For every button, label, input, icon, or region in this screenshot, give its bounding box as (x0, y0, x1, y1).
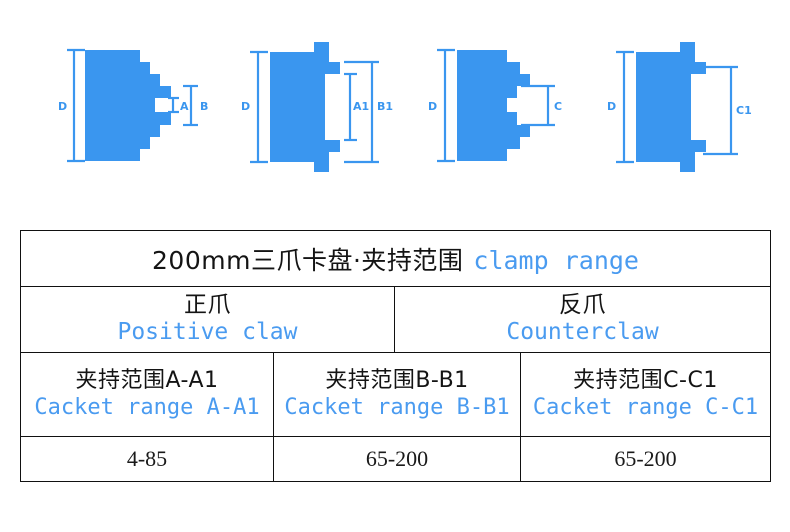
table-title-cn: 200mm三爪卡盘·夹持范围 (152, 245, 464, 275)
diagram-strip: D B A (0, 0, 790, 215)
diagram-positive-claw-large: D B1 A1 (232, 40, 417, 195)
range-value-b: 65-200 (273, 436, 521, 482)
watermark-text (330, 486, 690, 508)
dimension-label-A-1: A (180, 100, 189, 113)
table-row-values: 4-85 65-200 65-200 (20, 436, 772, 482)
dimension-D-1 (67, 48, 85, 163)
chuck-body-1 (85, 50, 171, 161)
dimension-label-D-3: D (428, 100, 437, 113)
diagram-counterclaw-small: D C (417, 40, 602, 195)
dimension-B1-2 (344, 60, 379, 164)
dimension-A-1 (168, 96, 179, 114)
table-title-cell: 200mm三爪卡盘·夹持范围 clamp range (19, 230, 772, 287)
dimension-D-2 (250, 50, 268, 164)
dimension-label-D-4: D (607, 100, 616, 113)
claw-type-positive-cn: 正爪 (184, 292, 231, 319)
range-header-c-en: Cacket range C-C1 (532, 394, 759, 420)
table-title-en: clamp range (473, 245, 639, 275)
range-header-c: 夹持范围C-C1 Cacket range C-C1 (519, 352, 772, 437)
claw-type-counter-en: Counterclaw (506, 318, 659, 345)
dimension-B-1 (183, 84, 198, 127)
range-header-b-en: Cacket range B-B1 (284, 394, 510, 420)
claw-type-counter: 反爪 Counterclaw (393, 286, 772, 353)
chuck-body-2 (270, 42, 340, 172)
diagram-positive-claw-small: D B A (45, 40, 230, 195)
dimension-label-B-1: B (200, 100, 208, 113)
range-header-a: 夹持范围A-A1 Cacket range A-A1 (20, 352, 274, 437)
range-header-a-en: Cacket range A-A1 (34, 394, 260, 420)
claw-type-positive-en: Positive claw (117, 318, 298, 345)
diagram-svg-4: D C1 (607, 42, 752, 172)
dimension-C-3 (521, 84, 555, 127)
dimension-D-4 (616, 50, 634, 164)
chuck-body-4 (636, 42, 706, 172)
range-header-a-cn: 夹持范围A-A1 (75, 367, 219, 393)
clamp-range-table: 200mm三爪卡盘·夹持范围 clamp range 正爪 Positive c… (19, 230, 772, 482)
table-title: 200mm三爪卡盘·夹持范围 clamp range (21, 241, 770, 277)
claw-type-positive: 正爪 Positive claw (20, 286, 395, 353)
dimension-label-C-3: C (554, 100, 562, 113)
diagram-svg-3: D C (428, 48, 562, 163)
dimension-label-D-1: D (58, 100, 67, 113)
diagram-svg-1: D B A (58, 48, 208, 163)
range-header-b: 夹持范围B-B1 Cacket range B-B1 (273, 352, 521, 437)
table-row-claw-types: 正爪 Positive claw 反爪 Counterclaw (20, 286, 772, 353)
range-header-c-cn: 夹持范围C-C1 (573, 367, 718, 393)
range-value-a: 4-85 (20, 436, 274, 482)
table-row-range-headers: 夹持范围A-A1 Cacket range A-A1 夹持范围B-B1 Cack… (20, 352, 772, 437)
diagram-svg-2: D B1 A1 (241, 42, 393, 172)
dimension-label-C1-4: C1 (736, 104, 752, 117)
dimension-C1-4 (703, 65, 738, 156)
dimension-label-B1-2: B1 (377, 100, 393, 113)
dimension-label-D-2: D (241, 100, 250, 113)
dimension-label-A1-2: A1 (353, 100, 369, 113)
dimension-A1-2 (344, 72, 357, 142)
claw-type-counter-cn: 反爪 (559, 292, 606, 319)
table-row-title: 200mm三爪卡盘·夹持范围 clamp range (19, 230, 772, 287)
range-header-b-cn: 夹持范围B-B1 (325, 367, 469, 393)
diagram-counterclaw-large: D C1 (598, 40, 783, 195)
range-value-c: 65-200 (519, 436, 772, 482)
chuck-body-3 (457, 50, 530, 161)
dimension-D-3 (437, 48, 455, 163)
